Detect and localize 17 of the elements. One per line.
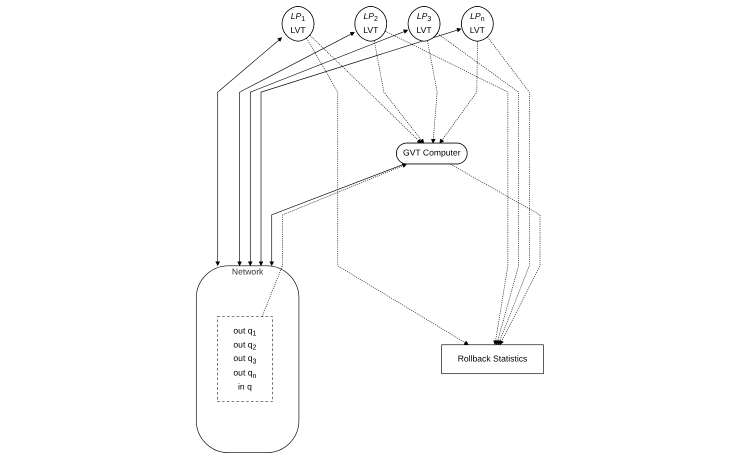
arrow	[384, 30, 508, 345]
arrow	[436, 33, 519, 345]
arrow	[374, 40, 424, 144]
arrow	[236, 32, 355, 266]
arrow	[309, 35, 422, 144]
arrow	[450, 164, 540, 345]
arrow	[261, 164, 407, 318]
node-box: out q$_{1}$ out q$_{2}$ out q$_{3}$ out q$_{n}$ in q	[216, 316, 272, 402]
arrow	[439, 41, 478, 144]
arrow	[306, 38, 468, 345]
arrow	[248, 29, 408, 266]
arrow	[426, 40, 438, 144]
arrow	[215, 37, 282, 266]
node-box: Rollback Statistics	[440, 344, 544, 374]
arrow	[258, 28, 462, 266]
arrow	[486, 36, 530, 345]
arrow	[269, 164, 405, 266]
